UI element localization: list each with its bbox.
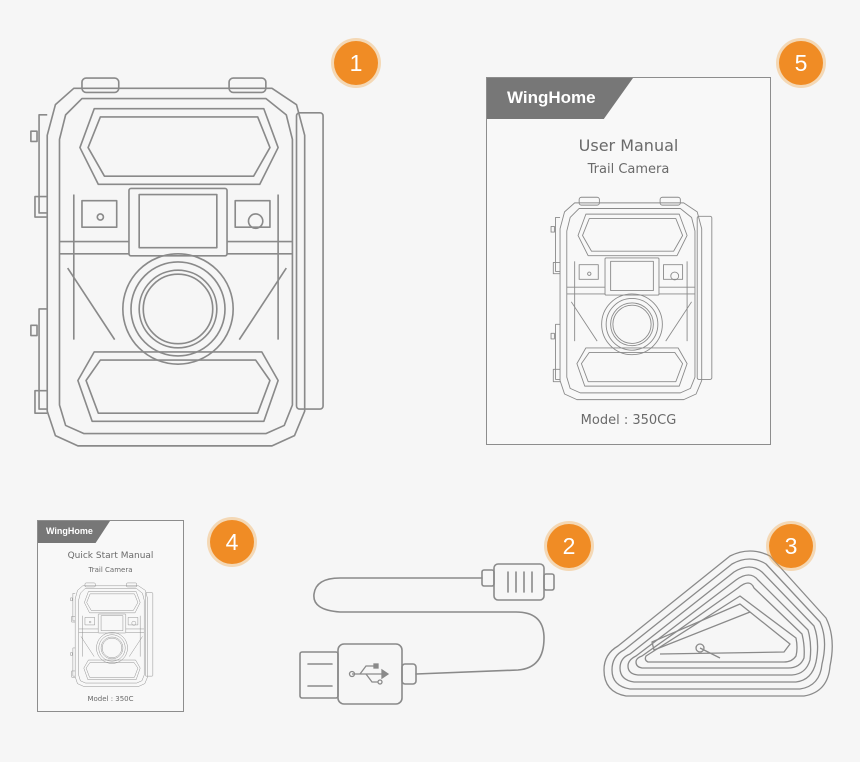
quick-start-model: Model : 350C	[87, 695, 134, 703]
quick-start-brand: WingHome	[46, 526, 93, 536]
user-manual-brand: WingHome	[507, 88, 596, 107]
badge-usb-cable: 2	[547, 524, 591, 568]
badge-camera: 1	[334, 41, 378, 85]
user-manual: WingHome User Manual Trail Camera Model …	[486, 77, 771, 445]
mount-clip-icon	[603, 550, 833, 697]
user-manual-title: User Manual	[578, 136, 679, 155]
manual-camera-icon	[550, 196, 713, 401]
quick-start-camera-icon	[70, 582, 154, 687]
badge-user-manual: 5	[779, 41, 823, 85]
quick-start-subtitle: Trail Camera	[88, 566, 133, 574]
user-manual-brand-tab: WingHome	[487, 78, 633, 119]
user-manual-subtitle: Trail Camera	[587, 162, 670, 177]
usb-cable-icon	[299, 563, 555, 705]
quick-start-manual: WingHome Quick Start Manual Trail Camera…	[37, 520, 184, 712]
quick-start-title: Quick Start Manual	[67, 551, 154, 561]
badge-mount-clip: 3	[769, 524, 813, 568]
trail-camera-icon	[30, 77, 324, 447]
user-manual-model: Model : 350CG	[580, 413, 677, 428]
usb-symbol-icon	[348, 663, 390, 685]
quick-start-brand-tab: WingHome	[38, 521, 110, 543]
badge-quick-start: 4	[210, 520, 254, 564]
